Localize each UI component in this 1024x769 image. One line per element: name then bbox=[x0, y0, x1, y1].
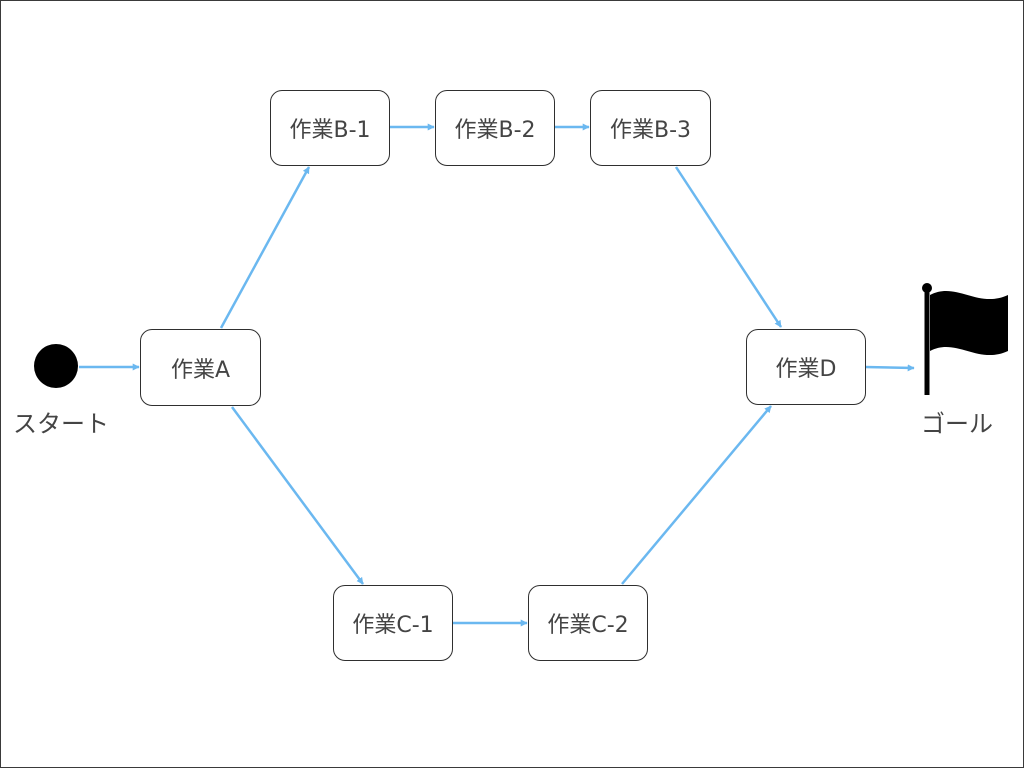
arrow-a-to-b1 bbox=[219, 166, 311, 329]
task-a: 作業A bbox=[140, 329, 261, 406]
arrow-d-to-goal bbox=[864, 364, 915, 372]
task-c2: 作業C-2 bbox=[528, 585, 648, 661]
arrow-a-to-c1 bbox=[230, 406, 365, 585]
task-c1: 作業C-1 bbox=[333, 585, 453, 661]
task-b3: 作業B-3 bbox=[590, 90, 711, 166]
start-node-dot bbox=[34, 344, 78, 388]
task-b2: 作業B-2 bbox=[435, 90, 555, 166]
task-d: 作業D bbox=[746, 329, 866, 405]
goal-flag-icon bbox=[922, 283, 1008, 395]
arrow-c2-to-d bbox=[621, 405, 772, 585]
start-label: スタート bbox=[13, 410, 109, 438]
goal-label: ゴール bbox=[921, 410, 993, 438]
task-b1: 作業B-1 bbox=[270, 90, 390, 166]
arrow-b3-to-d bbox=[674, 166, 783, 328]
